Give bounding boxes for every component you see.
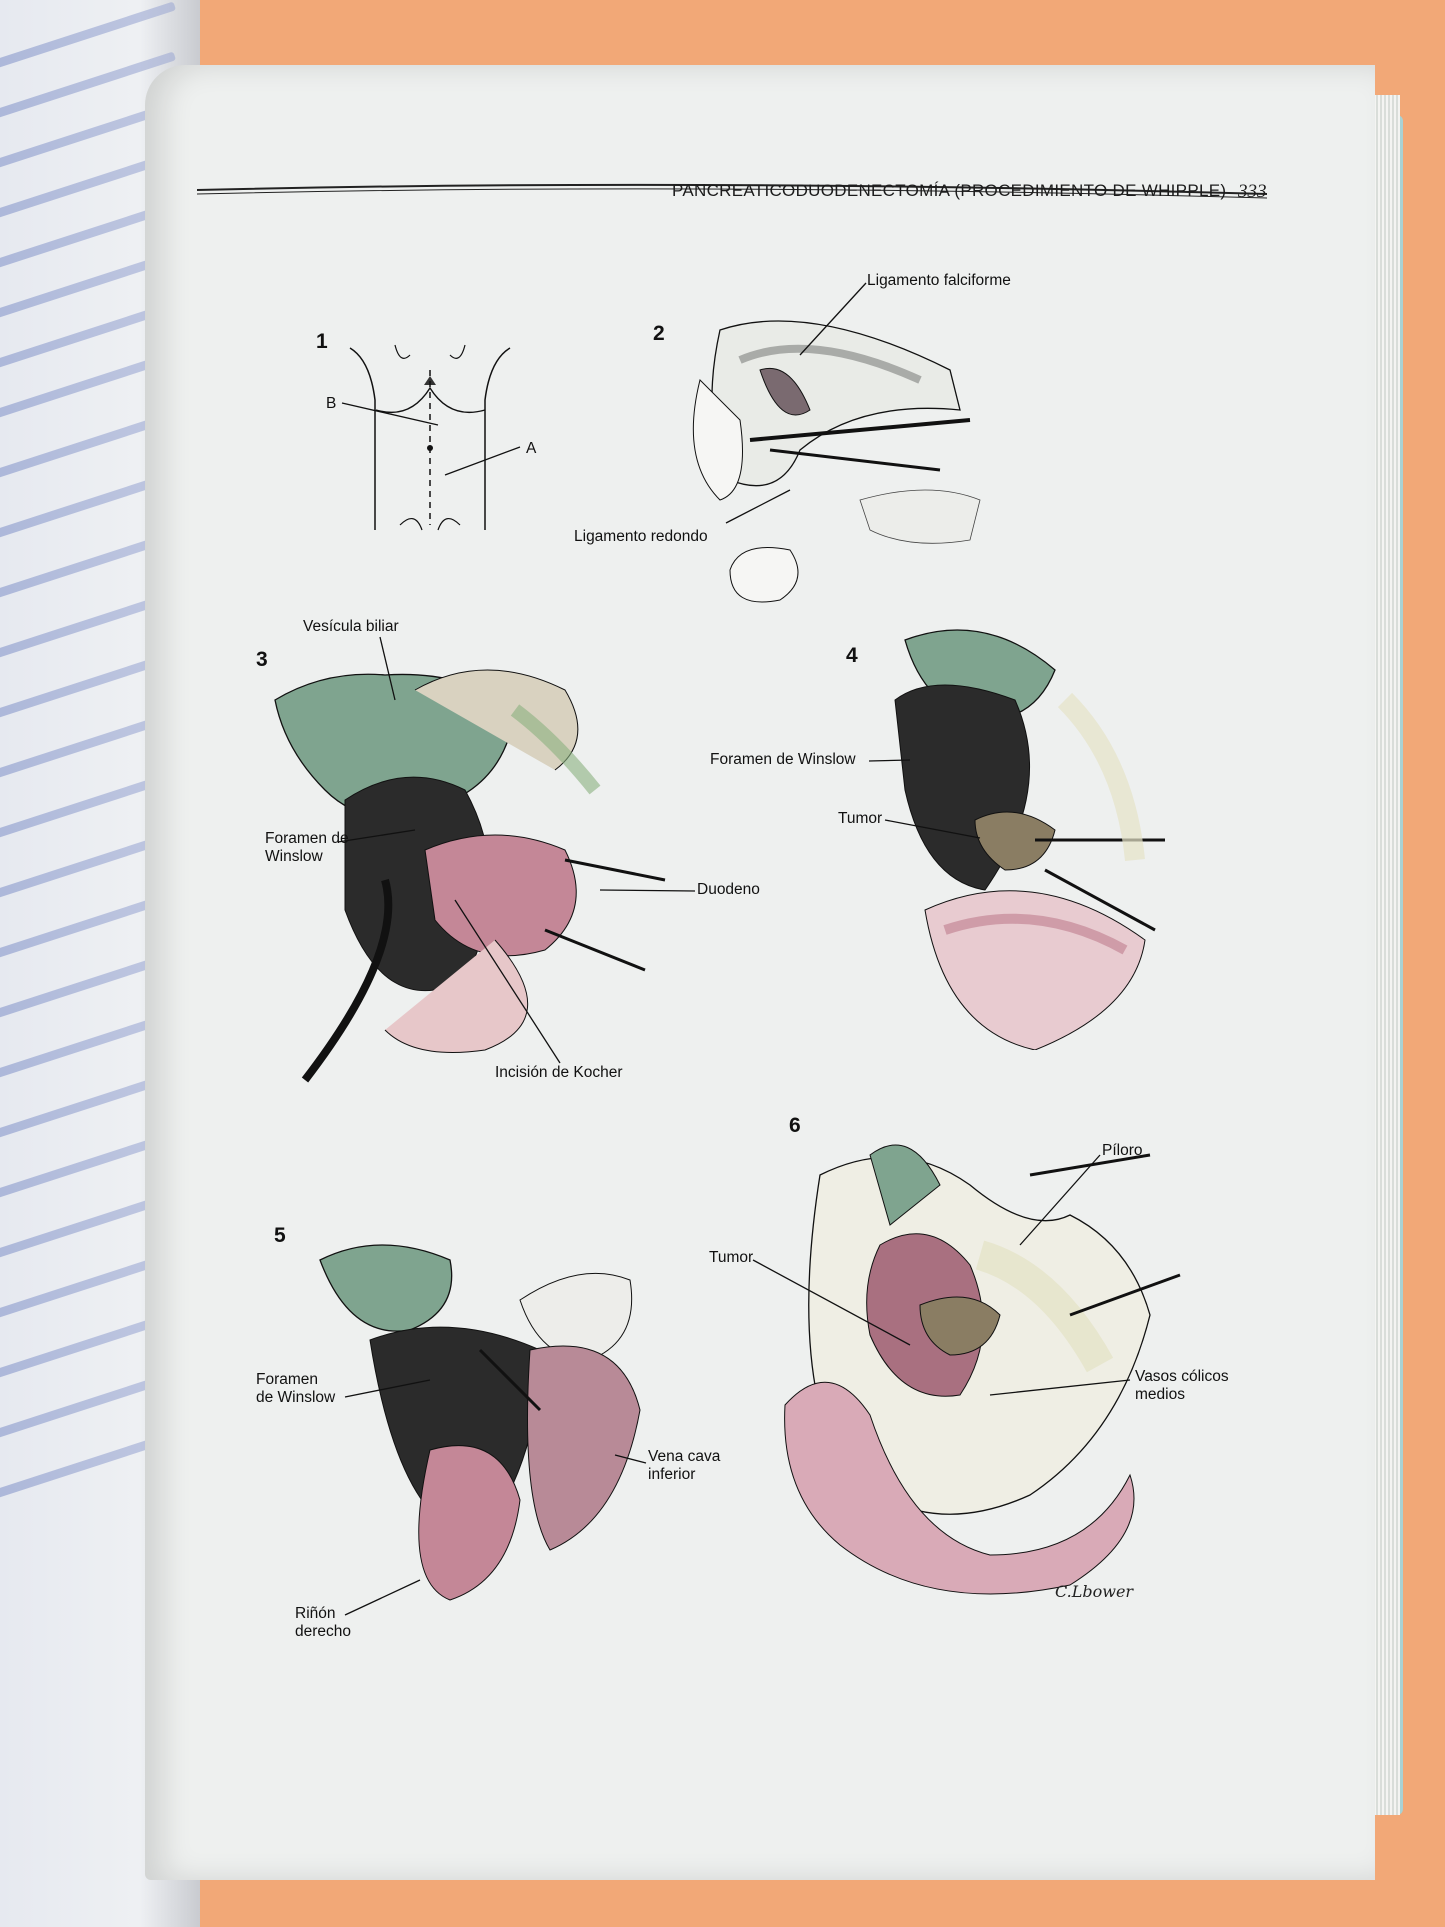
figure-3-foramen-line2: Winslow: [265, 848, 323, 865]
figure-6-vasos-line2: medios: [1135, 1386, 1185, 1403]
figure-5-foramen-line1: Foramen: [256, 1371, 319, 1388]
figure-4-illustration: [894, 629, 1165, 1050]
figure-1-torso-illustration: [349, 344, 511, 531]
figure-4-number: 4: [846, 644, 858, 667]
figure-6-label-piloro: Píloro: [1102, 1142, 1143, 1159]
figure-5-vena-line2: inferior: [648, 1466, 696, 1483]
page-number: 333: [1238, 181, 1267, 202]
figure-3-foramen-line1: Foramen de: [265, 830, 349, 847]
figure-3-label-duodeno: Duodeno: [697, 881, 760, 898]
figure-5-illustration: [319, 1244, 641, 1601]
figure-2-illustration: [692, 320, 981, 603]
figure-6-illustration: [784, 1144, 1181, 1595]
figure-3-label-vesicula-biliar: Vesícula biliar: [303, 618, 399, 635]
figure-1-label-b: B: [326, 395, 337, 412]
figure-5-label-foramen-winslow: Foramen de Winslow: [256, 1371, 335, 1407]
figure-5-number: 5: [274, 1224, 286, 1247]
figure-5-rinon-line1: Riñón: [295, 1605, 336, 1622]
illustrator-signature: C.Lbower: [1055, 1582, 1134, 1601]
figure-5-label-rinon: Riñón derecho: [295, 1605, 351, 1641]
figure-5-foramen-line2: de Winslow: [256, 1389, 336, 1406]
figure-4-label-tumor: Tumor: [838, 810, 883, 827]
figure-2-label-ligamento-falciforme: Ligamento falciforme: [867, 272, 1011, 289]
figure-5-label-vena-cava: Vena cava inferior: [648, 1448, 720, 1484]
figure-4-label-foramen-winslow: Foramen de Winslow: [710, 751, 856, 768]
figure-1-label-a: A: [526, 440, 537, 457]
figure-5-rinon-line2: derecho: [295, 1623, 352, 1640]
figure-6-number: 6: [789, 1114, 801, 1137]
figure-2-number: 2: [653, 322, 665, 345]
figure-3-label-incision-kocher: Incisión de Kocher: [495, 1064, 623, 1081]
header-rule: [197, 183, 1267, 199]
figure-1-number: 1: [316, 330, 328, 353]
figure-5-vena-line1: Vena cava: [648, 1448, 721, 1465]
figure-3-illustration: [274, 669, 666, 1083]
figure-6-vasos-line1: Vasos cólicos: [1135, 1368, 1229, 1385]
figure-2-label-ligamento-redondo: Ligamento redondo: [574, 528, 708, 545]
figure-3-number: 3: [256, 648, 268, 671]
running-header-title: PANCREATICODUODENECTOMÍA (PROCEDIMIENTO …: [672, 181, 1227, 200]
figure-6-label-tumor: Tumor: [709, 1249, 754, 1266]
figure-6-label-vasos-colicos: Vasos cólicos medios: [1135, 1368, 1229, 1404]
figure-3-label-foramen-winslow: Foramen de Winslow: [265, 830, 349, 866]
